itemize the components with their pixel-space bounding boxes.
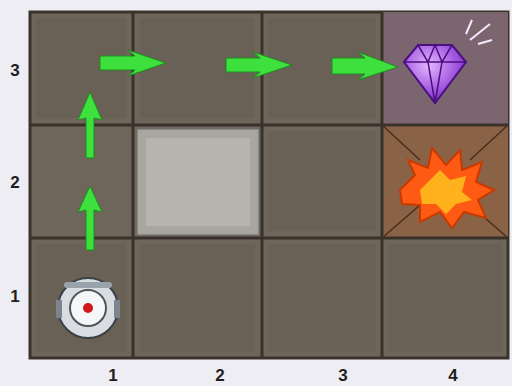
axis-number: 2 [215,367,224,384]
pit-cracks [382,125,508,238]
pit-cell [382,125,508,238]
wall-face [146,138,250,226]
gem-symbol [404,20,492,103]
axis-number: 3 [10,62,19,79]
robot-agent [56,278,120,338]
grid-lines [30,12,508,358]
axis-number: 1 [108,367,117,384]
ground-texture [36,18,502,352]
axis-number: 3 [338,367,347,384]
wall-block [136,128,260,236]
policy-arrows [78,50,398,250]
axis-number: 4 [448,367,457,384]
axis-number: 1 [10,288,19,305]
fire-symbol [400,148,494,228]
goal-cell [382,12,508,125]
fire-core [420,170,472,214]
axis-number: 2 [10,174,19,191]
grid-ground [30,12,508,358]
